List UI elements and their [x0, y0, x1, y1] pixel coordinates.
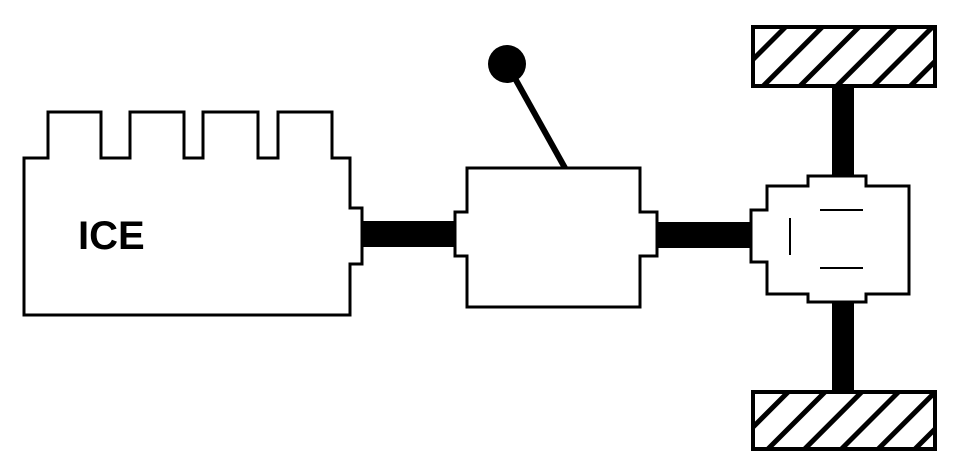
output-shaft — [657, 222, 753, 248]
wheel-upper-tire — [751, 25, 937, 88]
gearbox — [453, 166, 659, 309]
wheel-upper — [751, 25, 937, 88]
gear-shift-lever — [488, 45, 568, 170]
axle-upper — [832, 86, 854, 186]
differential — [749, 174, 911, 304]
engine-label: ICE — [78, 214, 145, 258]
wheel-lower-tire — [751, 390, 937, 451]
engine-block: ICE — [22, 110, 364, 317]
input-shaft — [362, 221, 456, 247]
gearbox-outline — [453, 166, 659, 309]
lever-knob — [488, 45, 526, 83]
engine-outline — [22, 110, 364, 317]
wheel-lower — [751, 390, 937, 451]
lever-stick — [504, 62, 568, 170]
axle-lower — [832, 297, 854, 392]
differential-outline — [749, 174, 911, 304]
